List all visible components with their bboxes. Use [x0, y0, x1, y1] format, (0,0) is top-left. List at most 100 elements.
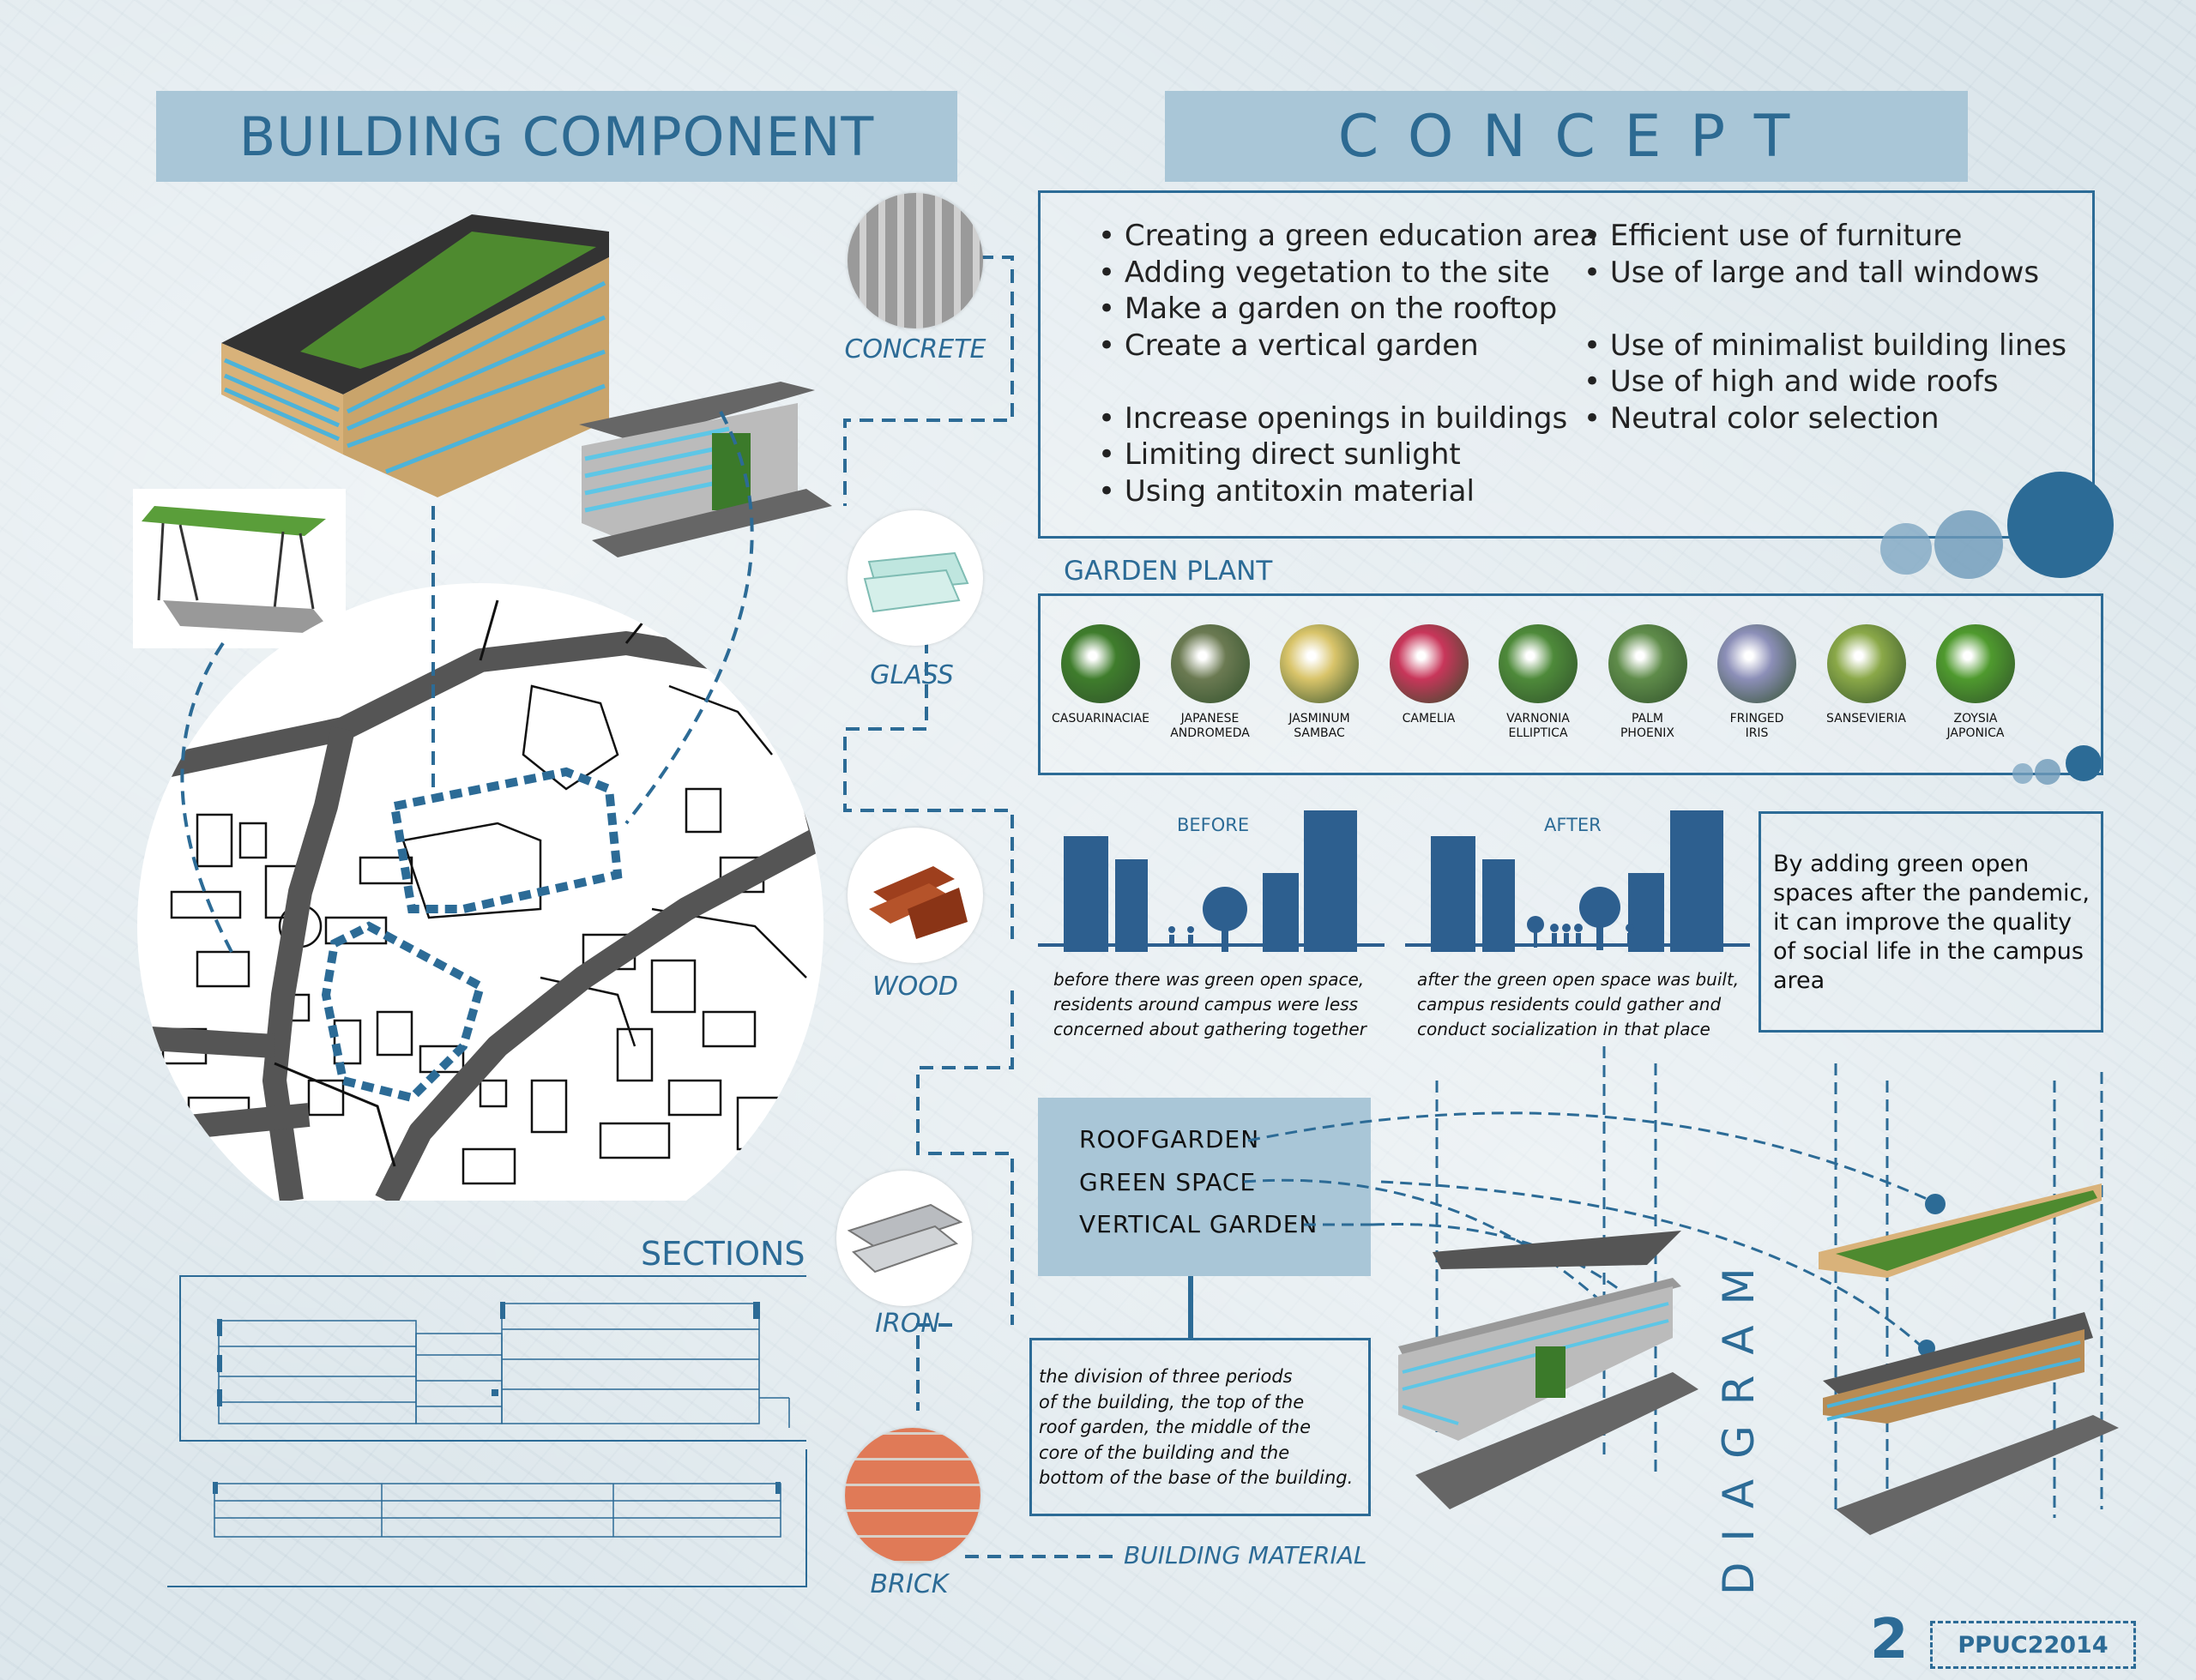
plant-name-line: JAPANESE: [1180, 712, 1240, 726]
concrete-label: CONCRETE: [844, 334, 986, 364]
sections-drawing: [167, 1275, 807, 1587]
plant-photo: [1826, 624, 1906, 703]
concept-item: • Make a garden on the rooftop: [1098, 292, 1558, 326]
concept-item: • Creating a green education area: [1098, 219, 1598, 253]
caption-line: before there was green open space,: [1053, 969, 1365, 990]
main-building-render: [221, 214, 609, 497]
concept-box: [1038, 190, 2095, 539]
plant-name-line: ANDROMEDA: [1170, 726, 1250, 740]
vertical-garden-label: VERTICAL GARDEN: [1079, 1210, 1318, 1238]
canopy-render: [142, 506, 335, 635]
sections-title: SECTIONS: [641, 1235, 805, 1273]
plant-name-line: CAMELIA: [1402, 712, 1456, 726]
plant-name-line: SANSEVIERIA: [1826, 712, 1906, 726]
iron-swatch: [836, 1171, 972, 1306]
concept-title: C O N C E P T: [1337, 102, 1795, 171]
concept-item: • Use of high and wide roofs: [1584, 364, 1999, 399]
wood-icon: [869, 866, 968, 939]
vertical-garden-building-render: [579, 382, 832, 557]
concept-list-right: • Efficient use of furniture • Use of la…: [1584, 218, 2066, 437]
plant-item: CAMELIA: [1377, 624, 1481, 726]
building-material-label: BUILDING MATERIAL: [1124, 1541, 1367, 1569]
plant-photo: [1170, 624, 1250, 703]
plant-item: SANSEVIERIA: [1814, 624, 1919, 726]
plant-photo: [1499, 624, 1578, 703]
plant-photo: [1936, 624, 2015, 703]
after-caption: after the green open space was built, ca…: [1417, 967, 1739, 1042]
box-line: of social life in the campus: [1773, 938, 2084, 965]
site-map: [137, 583, 824, 1201]
concept-title-box: C O N C E P T: [1165, 91, 1968, 182]
social-life-box: By adding green open spaces after the pa…: [1759, 811, 2103, 1033]
box-line: By adding green open: [1773, 851, 2030, 877]
building-component-title: BUILDING COMPONENT: [238, 105, 875, 168]
glass-icon: [863, 551, 969, 613]
plant-name-line: ELLIPTICA: [1508, 726, 1568, 740]
plant-name-line: SAMBAC: [1294, 726, 1345, 740]
caption-line: campus residents could gather and: [1417, 994, 1722, 1015]
before-label: BEFORE: [1177, 815, 1250, 835]
concept-decor-circles: [1880, 472, 2114, 579]
plant-photo: [1389, 624, 1469, 703]
plant-item: CASUARINACIAE: [1048, 624, 1153, 726]
concept-item: • Increase openings in buildings: [1098, 400, 1568, 436]
brick-label: BRICK: [870, 1569, 949, 1599]
plant-name-line: IRIS: [1745, 726, 1769, 740]
plant-photo: [1608, 624, 1687, 703]
description-line: core of the building and the: [1039, 1442, 1290, 1463]
glass-swatch: [848, 510, 983, 646]
box-line: it can improve the quality: [1773, 909, 2072, 936]
plant-name: CAMELIA: [1377, 712, 1481, 726]
before-caption: before there was green open space, resid…: [1053, 967, 1366, 1042]
description-line: roof garden, the middle of the: [1039, 1417, 1312, 1437]
green-space-label: GREEN SPACE: [1079, 1168, 1257, 1196]
caption-line: residents around campus were less: [1053, 994, 1359, 1015]
plant-name-line: VARNONIA: [1506, 712, 1570, 726]
plant-name-line: CASUARINACIAE: [1051, 712, 1150, 726]
concrete-swatch: [848, 193, 983, 328]
page-number: 2: [1870, 1608, 1909, 1671]
brick-swatch: [845, 1428, 980, 1563]
concept-item: • Neutral color selection: [1584, 400, 1940, 436]
diagram-vertical-title: D I A G R A M: [1714, 1264, 1764, 1595]
roofgarden-label: ROOFGARDEN: [1079, 1125, 1260, 1153]
caption-line: concerned about gathering together: [1053, 1019, 1366, 1039]
concept-list-left: • Creating a green education area • Addi…: [1098, 218, 1597, 509]
garden-plant-title: GARDEN PLANT: [1064, 556, 1273, 587]
plant-name-line: ZOYSIA: [1953, 712, 1998, 726]
wood-label: WOOD: [872, 972, 958, 1002]
caption-line: conduct socialization in that place: [1417, 1019, 1710, 1039]
before-after-illustration: [1038, 810, 1750, 952]
concept-item: • Create a vertical garden: [1098, 328, 1479, 363]
description-line: bottom of the base of the building.: [1039, 1467, 1354, 1488]
diagram-description-box: the division of three periods of the bui…: [1029, 1338, 1371, 1516]
plant-name-line: JASMINUM: [1288, 712, 1350, 726]
project-code-box: PPUC22014: [1930, 1621, 2136, 1669]
plant-name: SANSEVIERIA: [1814, 712, 1919, 726]
plant-name-line: FRINGED: [1729, 712, 1784, 726]
iron-label: IRON: [875, 1309, 940, 1339]
plant-photo: [1061, 624, 1140, 703]
glass-label: GLASS: [870, 660, 954, 690]
project-code: PPUC22014: [1958, 1631, 2109, 1659]
plant-name-line: PALM: [1631, 712, 1663, 726]
wood-swatch: [848, 828, 983, 963]
concept-item: • Adding vegetation to the site: [1098, 255, 1550, 290]
garden-decor-circles: [2012, 745, 2102, 785]
concept-item: • Limiting direct sunlight: [1098, 437, 1461, 472]
concept-item: • Using antitoxin material: [1098, 473, 1475, 509]
after-label: AFTER: [1544, 815, 1602, 835]
concept-item: • Efficient use of furniture: [1584, 219, 1963, 253]
building-renders: [133, 214, 832, 648]
iron-icon: [847, 1203, 963, 1274]
